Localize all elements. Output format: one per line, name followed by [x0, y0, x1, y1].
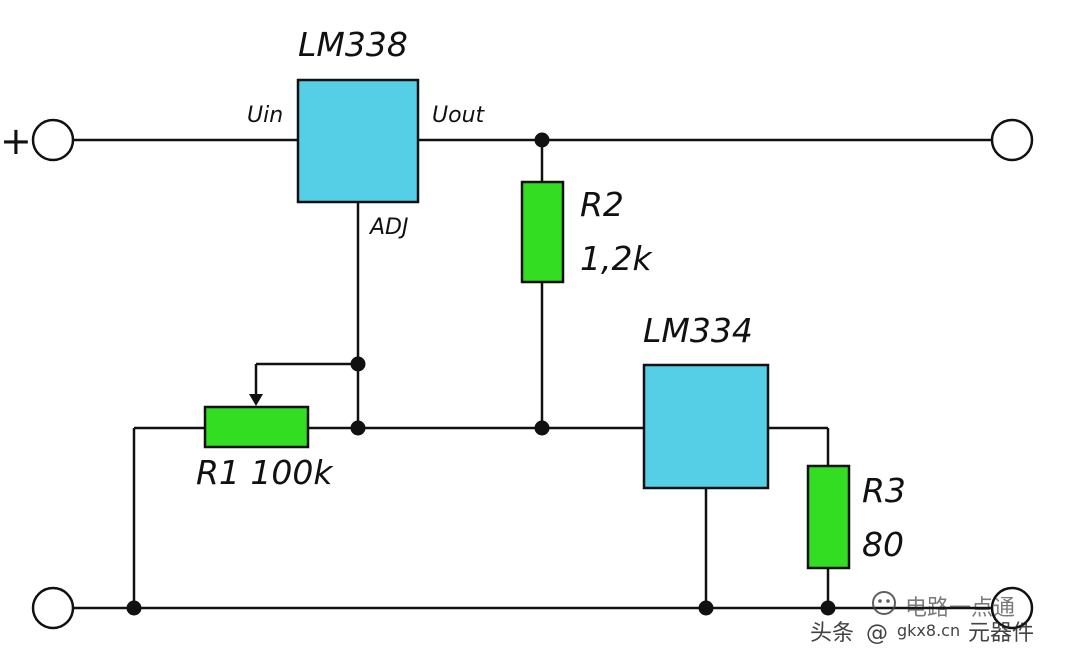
watermark-suffix: 元器件 — [968, 621, 1034, 646]
wires — [74, 138, 993, 610]
junction-dot — [534, 420, 550, 436]
resistor-r2-value: 1,2k — [580, 239, 653, 278]
junction-dot — [126, 600, 142, 616]
watermark-brand: 电路一点通 — [905, 596, 1015, 621]
resistor-r1 — [203, 405, 310, 449]
resistor-r3-name: R3 — [862, 471, 906, 510]
ic-lm338-pin-adj: ADJ — [368, 215, 408, 240]
ic-lm334 — [642, 363, 770, 490]
ic-lm338-pin-out: Uout — [432, 103, 486, 128]
terminal-ground-right — [990, 586, 1034, 630]
terminal-positive-label: + — [0, 119, 32, 163]
resistor-r3-value: 80 — [862, 525, 904, 564]
watermark-prefix: 头条 — [810, 621, 854, 646]
resistor-r2-name: R2 — [580, 185, 624, 224]
junction-dot — [350, 420, 366, 436]
junction-dot — [534, 132, 550, 148]
wiper-arrow — [249, 394, 263, 406]
resistor-r2 — [520, 180, 565, 284]
resistor-r3 — [806, 464, 851, 570]
junctions — [126, 132, 836, 616]
watermark-site: gkx8.cn — [897, 621, 960, 640]
junction-dot — [698, 600, 714, 616]
wechat-icon-eye — [886, 599, 890, 603]
wechat-icon-eye — [878, 599, 882, 603]
wechat-icon — [872, 591, 896, 615]
junction-dot — [350, 356, 366, 372]
resistor-r1-label: R1 100k — [196, 453, 334, 492]
terminal-output — [990, 118, 1034, 162]
watermark-handle: @ — [866, 621, 888, 646]
junction-dot — [820, 600, 836, 616]
ic-lm334-name: LM334 — [643, 311, 753, 350]
watermark: 头条 @ 电路一点通 gkx8.cn 元器件 — [810, 591, 1034, 646]
terminal-input — [31, 118, 75, 162]
ic-lm338-name: LM338 — [298, 25, 408, 64]
ic-lm338-pin-in: Uin — [247, 103, 283, 128]
ic-lm338 — [296, 78, 420, 204]
terminal-ground-left — [31, 586, 75, 630]
